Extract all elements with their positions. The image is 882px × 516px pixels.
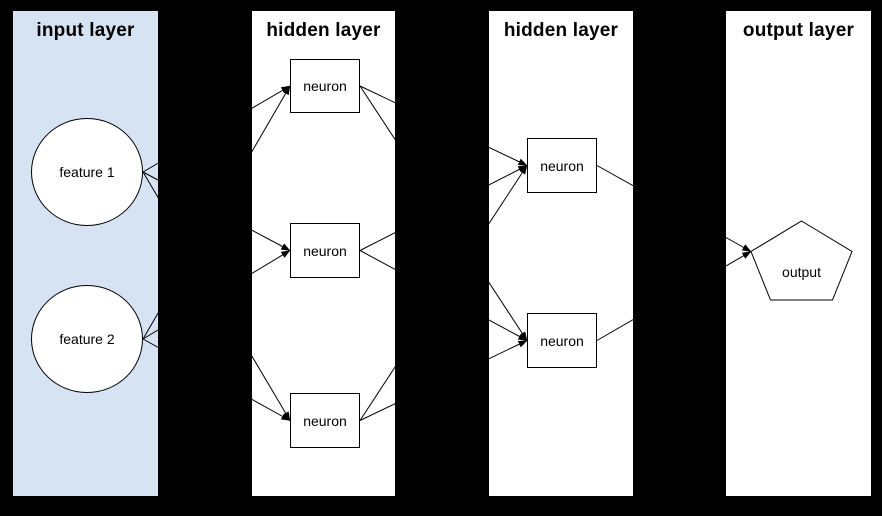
input-layer-panel: input layer	[13, 11, 158, 496]
hidden2-neuron-1-label: neuron	[540, 157, 584, 174]
hidden2-neuron-2-label: neuron	[540, 332, 584, 349]
hidden1-neuron-2-node: neuron	[290, 223, 360, 278]
hidden-layer-2-title: hidden layer	[503, 20, 619, 41]
hidden2-neuron-2-node: neuron	[527, 313, 597, 368]
hidden1-neuron-3-label: neuron	[303, 412, 347, 429]
output-node: output	[750, 220, 853, 301]
hidden1-neuron-1-label: neuron	[303, 78, 347, 94]
pentagon-shape	[750, 220, 853, 301]
hidden1-neuron-2-label: neuron	[303, 242, 347, 259]
output-label: output	[782, 264, 821, 280]
feature-1-node: feature 1	[31, 118, 143, 226]
hidden-layer-1-title: hidden layer	[266, 20, 381, 41]
feature-2-label: feature 2	[59, 331, 115, 347]
hidden2-neuron-1-node: neuron	[527, 138, 597, 193]
hidden1-neuron-3-node: neuron	[290, 393, 360, 448]
hidden1-neuron-1-node: neuron	[290, 59, 360, 113]
input-layer-title: input layer	[36, 20, 135, 41]
output-layer-title: output layer	[742, 20, 855, 41]
hidden-layer-2-panel: hidden layer	[489, 11, 633, 496]
feature-1-label: feature 1	[59, 164, 115, 180]
pentagon-icon	[750, 220, 853, 301]
feature-2-node: feature 2	[31, 285, 143, 393]
